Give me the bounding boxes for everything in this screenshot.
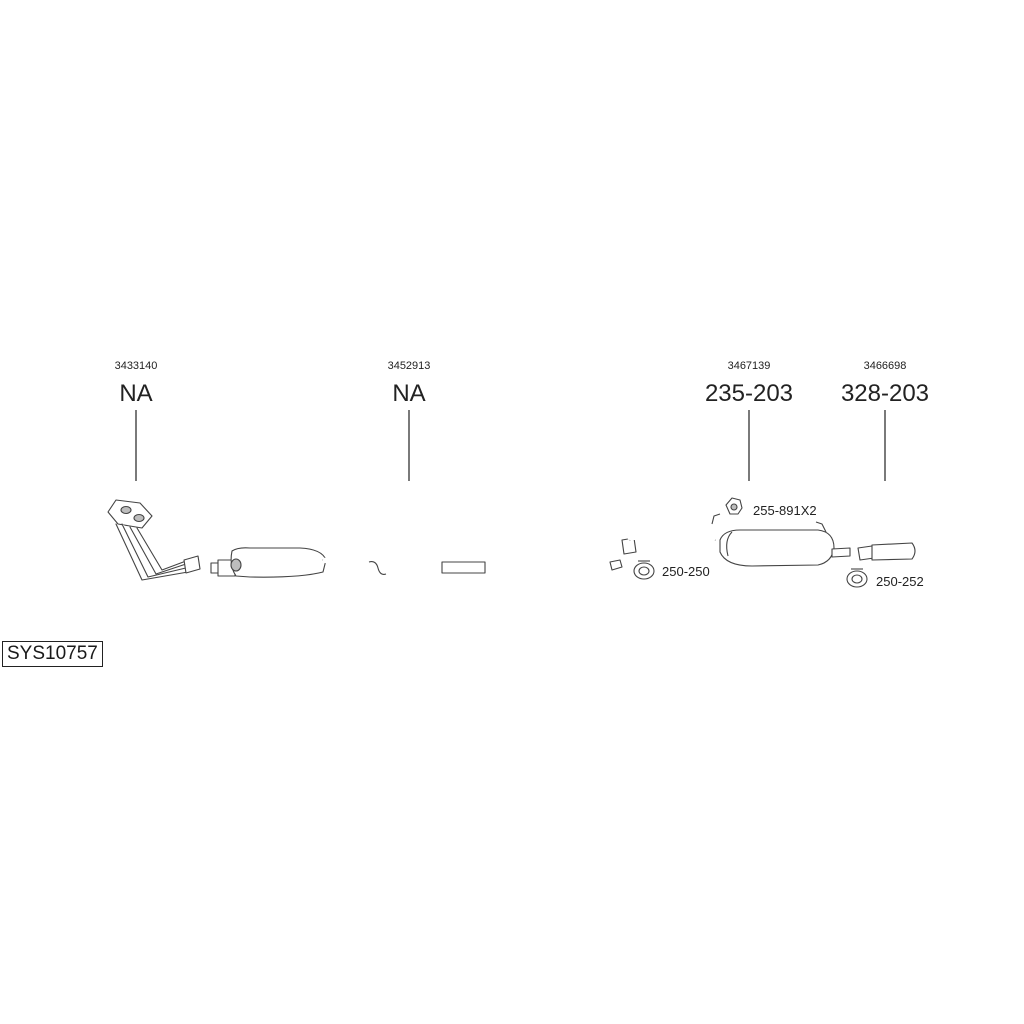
front-pipe-drawing[interactable] <box>107 499 201 581</box>
clamp-ring <box>638 566 650 576</box>
pipe-outlet <box>183 555 201 574</box>
silencer-seam <box>726 531 733 557</box>
tail-pipe-drawing[interactable] <box>857 542 916 561</box>
center-silencer-body <box>230 547 327 578</box>
oe-number: 3452913 <box>388 360 431 372</box>
part-code: 235-203 <box>705 380 793 407</box>
oe-number: 3466698 <box>864 360 907 372</box>
part-code: NA <box>119 380 152 407</box>
hanger-bracket <box>368 561 387 575</box>
rear-silencer-body <box>719 529 835 567</box>
rubber-mount-hole <box>730 503 738 511</box>
oe-number: 3433140 <box>115 360 158 372</box>
flange-port <box>120 505 132 515</box>
rear-silencer-drawing[interactable] <box>621 507 851 567</box>
system-code-box: SYS10757 <box>2 641 103 667</box>
part-code: NA <box>392 380 425 407</box>
pipe-end <box>609 559 623 571</box>
accessory-clamp-1[interactable]: 250-250 <box>633 560 710 580</box>
silencer-inlet <box>230 558 242 572</box>
tailpipe-body <box>871 542 916 561</box>
resonator-section <box>441 561 486 574</box>
accessory-clamp-2[interactable]: 250-252 <box>846 568 924 589</box>
accessory-code: 250-252 <box>876 574 924 589</box>
part-code: 328-203 <box>841 380 929 407</box>
manifold-flange <box>107 499 153 529</box>
pipe-joint <box>621 537 637 555</box>
center-silencer-drawing[interactable] <box>210 547 623 601</box>
oe-number: 3467139 <box>728 360 771 372</box>
flange-port <box>133 513 145 523</box>
downpipe <box>136 527 195 571</box>
accessory-rubber-mounting[interactable]: 255-891X2 <box>725 497 817 518</box>
rear-outlet <box>831 547 851 558</box>
rear-inlet-pipe-fill <box>627 507 717 543</box>
hanger-hook <box>815 521 827 533</box>
part-label-tail-pipe[interactable]: 3466698 328-203 <box>841 360 929 481</box>
hanger-hook <box>711 513 721 525</box>
accessory-code: 255-891X2 <box>753 503 817 518</box>
clamp-ring <box>851 574 863 584</box>
accessory-code: 250-250 <box>662 564 710 579</box>
part-label-center-silencer[interactable]: 3452913 NA <box>388 360 431 481</box>
part-label-front-pipe[interactable]: 3433140 NA <box>115 360 158 481</box>
part-label-rear-silencer[interactable]: 3467139 235-203 <box>705 360 793 481</box>
